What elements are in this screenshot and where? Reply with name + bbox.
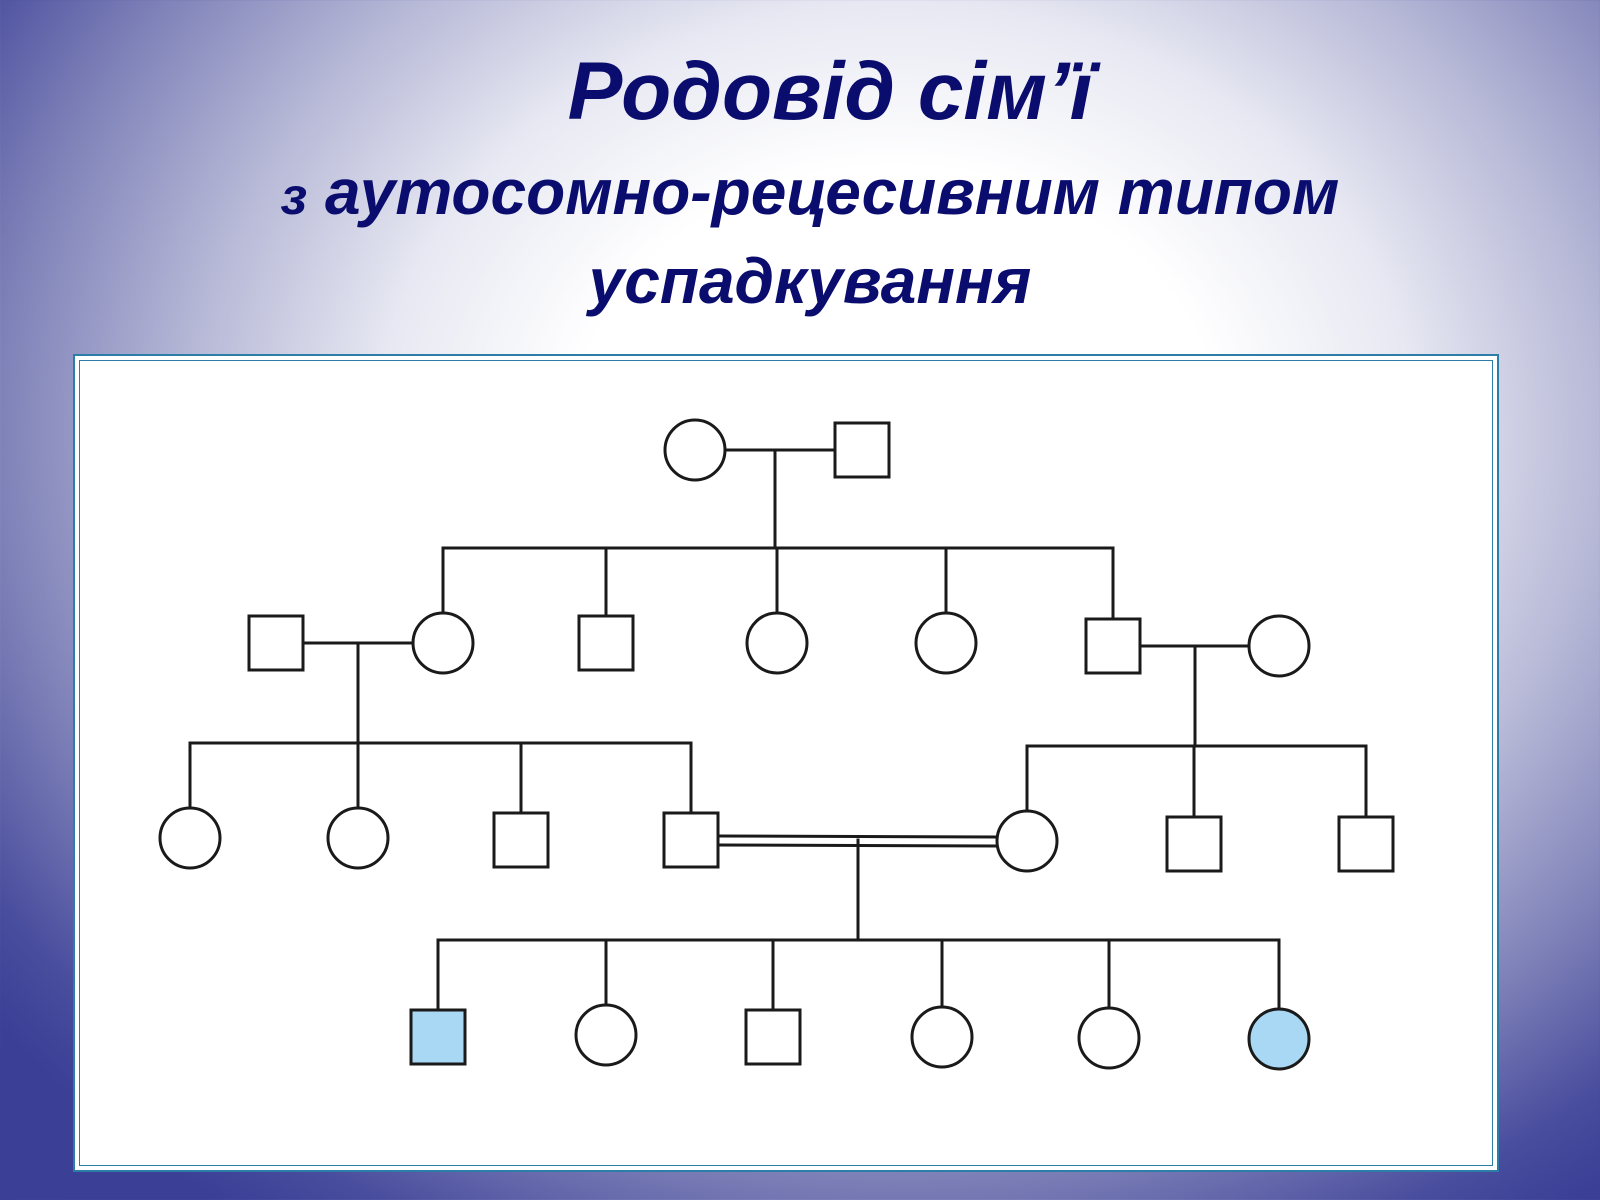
female-symbol: [914, 611, 978, 675]
male-symbol: [1084, 617, 1142, 675]
subtitle-prefix: з: [280, 168, 308, 226]
female-symbol: [158, 806, 222, 870]
female-symbol: [326, 806, 390, 870]
pedigree-panel: [73, 354, 1499, 1172]
affected-female-symbol: [1247, 1007, 1311, 1071]
female-symbol: [1077, 1006, 1141, 1070]
male-symbol: [744, 1008, 802, 1066]
male-symbol: [1337, 815, 1395, 873]
slide-title: Родовід сім’ї: [0, 44, 1600, 140]
female-symbol: [574, 1003, 638, 1067]
female-symbol: [995, 809, 1059, 873]
male-symbol: [492, 811, 550, 869]
female-symbol: [1247, 614, 1311, 678]
male-symbol: [1165, 815, 1223, 873]
subtitle-line-2: успадкування: [588, 245, 1032, 317]
female-symbol: [745, 611, 809, 675]
male-symbol: [247, 614, 305, 672]
subtitle-line-1: з аутосомно-рецесивним типом: [10, 150, 1600, 239]
male-symbol: [833, 421, 891, 479]
female-symbol: [411, 611, 475, 675]
consanguineous-marriage-line: [716, 834, 999, 839]
subtitle-line-1-text: аутосомно-рецесивним типом: [325, 156, 1340, 228]
affected-male-symbol: [409, 1008, 467, 1066]
slide-title-text: Родовід сім’ї: [567, 46, 1093, 137]
female-symbol: [663, 418, 727, 482]
slide-subtitle: з аутосомно-рецесивним типом успадкуванн…: [0, 150, 1600, 323]
male-symbol: [662, 811, 720, 869]
male-symbol: [577, 614, 635, 672]
pedigree-diagram: [158, 418, 1395, 1071]
female-symbol: [910, 1005, 974, 1069]
